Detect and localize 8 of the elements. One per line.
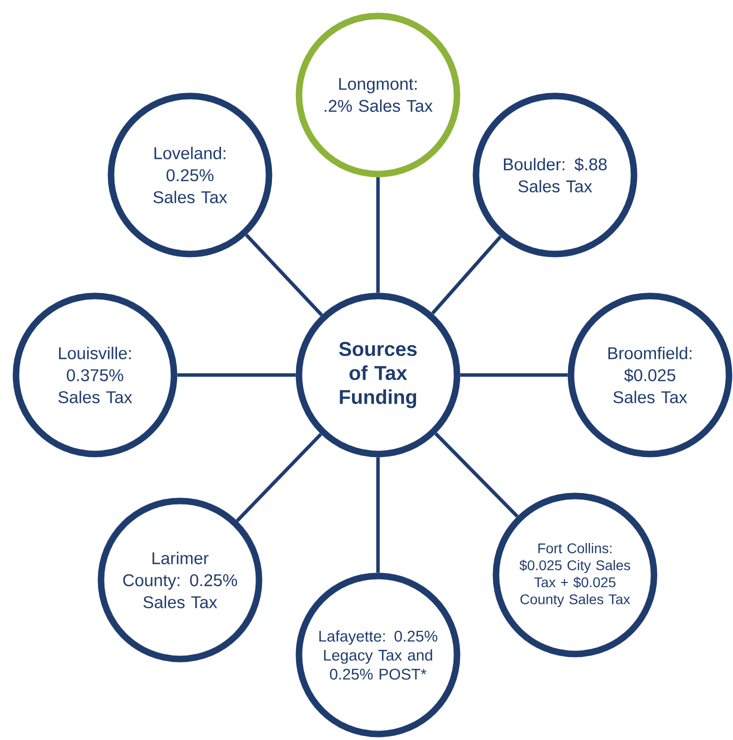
connector-line — [376, 457, 380, 573]
connector-line — [236, 432, 322, 522]
connector-line — [376, 177, 380, 293]
connector-line — [245, 234, 323, 316]
connector-line — [460, 373, 568, 377]
connector-line — [431, 235, 502, 315]
connector-line — [177, 373, 296, 377]
connector-line — [434, 432, 519, 518]
